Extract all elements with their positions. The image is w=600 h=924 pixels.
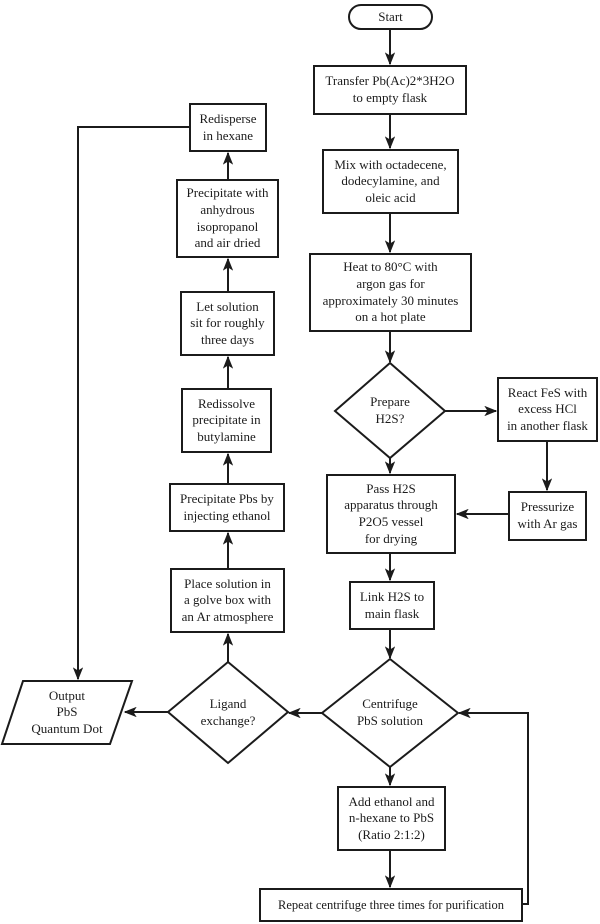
ligand-exchange-diamond-shape xyxy=(166,660,290,765)
edge-repeat-centrifuge-loop xyxy=(457,707,529,905)
node-redissolve-label: Redissolve precipitate in butylamine xyxy=(192,395,261,444)
node-precipitate-pbs: Precipitate Pbs by injecting ethanol xyxy=(169,483,285,532)
node-repeat-centrifuge: Repeat centrifuge three times for purifi… xyxy=(259,888,523,922)
node-react-fes: React FeS with excess HCl in another fla… xyxy=(497,377,598,442)
node-heat-label: Heat to 80°C with argon gas for approxim… xyxy=(322,259,459,325)
node-mix: Mix with octadecene, dodecylamine, and o… xyxy=(322,149,459,214)
node-start-label: Start xyxy=(378,8,403,24)
node-place-solution: Place solution in a golve box with an Ar… xyxy=(170,568,285,633)
node-react-fes-label: React FeS with excess HCl in another fla… xyxy=(507,384,588,433)
edge-redisperse-output-loop xyxy=(72,126,189,681)
node-add-ethanol: Add ethanol and n-hexane to PbS (Ratio 2… xyxy=(337,786,446,851)
node-redisperse: Redisperse in hexane xyxy=(189,103,267,152)
node-transfer-label: Transfer Pb(Ac)2*3H2O to empty flask xyxy=(325,73,455,105)
node-redissolve: Redissolve precipitate in butylamine xyxy=(181,388,272,453)
node-let-sit-label: Let solution sit for roughly three days xyxy=(190,298,265,347)
node-add-ethanol-label: Add ethanol and n-hexane to PbS (Ratio 2… xyxy=(348,793,435,842)
node-precipitate-anhydrous-label: Precipitate with anhydrous isopropanol a… xyxy=(186,185,269,251)
centrifuge-diamond-shape xyxy=(320,657,460,769)
node-transfer: Transfer Pb(Ac)2*3H2O to empty flask xyxy=(313,65,467,115)
node-place-solution-label: Place solution in a golve box with an Ar… xyxy=(181,575,274,624)
node-pass-h2s: Pass H2S apparatus through P2O5 vessel f… xyxy=(326,474,456,554)
node-link-h2s: Link H2S to main flask xyxy=(349,581,435,630)
node-heat: Heat to 80°C with argon gas for approxim… xyxy=(309,253,472,332)
node-redisperse-label: Redisperse in hexane xyxy=(199,110,257,143)
node-repeat-centrifuge-label: Repeat centrifuge three times for purifi… xyxy=(278,898,504,912)
prepare-h2s-diamond-shape xyxy=(333,361,447,460)
node-link-h2s-label: Link H2S to main flask xyxy=(359,588,425,621)
node-precipitate-pbs-label: Precipitate Pbs by injecting ethanol xyxy=(180,490,274,523)
node-pressurize-label: Pressurize with Ar gas xyxy=(517,499,578,531)
node-pressurize: Pressurize with Ar gas xyxy=(508,491,587,541)
node-mix-label: Mix with octadecene, dodecylamine, and o… xyxy=(334,156,447,205)
node-let-sit: Let solution sit for roughly three days xyxy=(180,291,275,356)
node-start: Start xyxy=(348,4,433,30)
node-pass-h2s-label: Pass H2S apparatus through P2O5 vessel f… xyxy=(344,480,438,546)
node-precipitate-anhydrous: Precipitate with anhydrous isopropanol a… xyxy=(176,179,279,258)
output-parallelogram-shape xyxy=(0,680,134,745)
